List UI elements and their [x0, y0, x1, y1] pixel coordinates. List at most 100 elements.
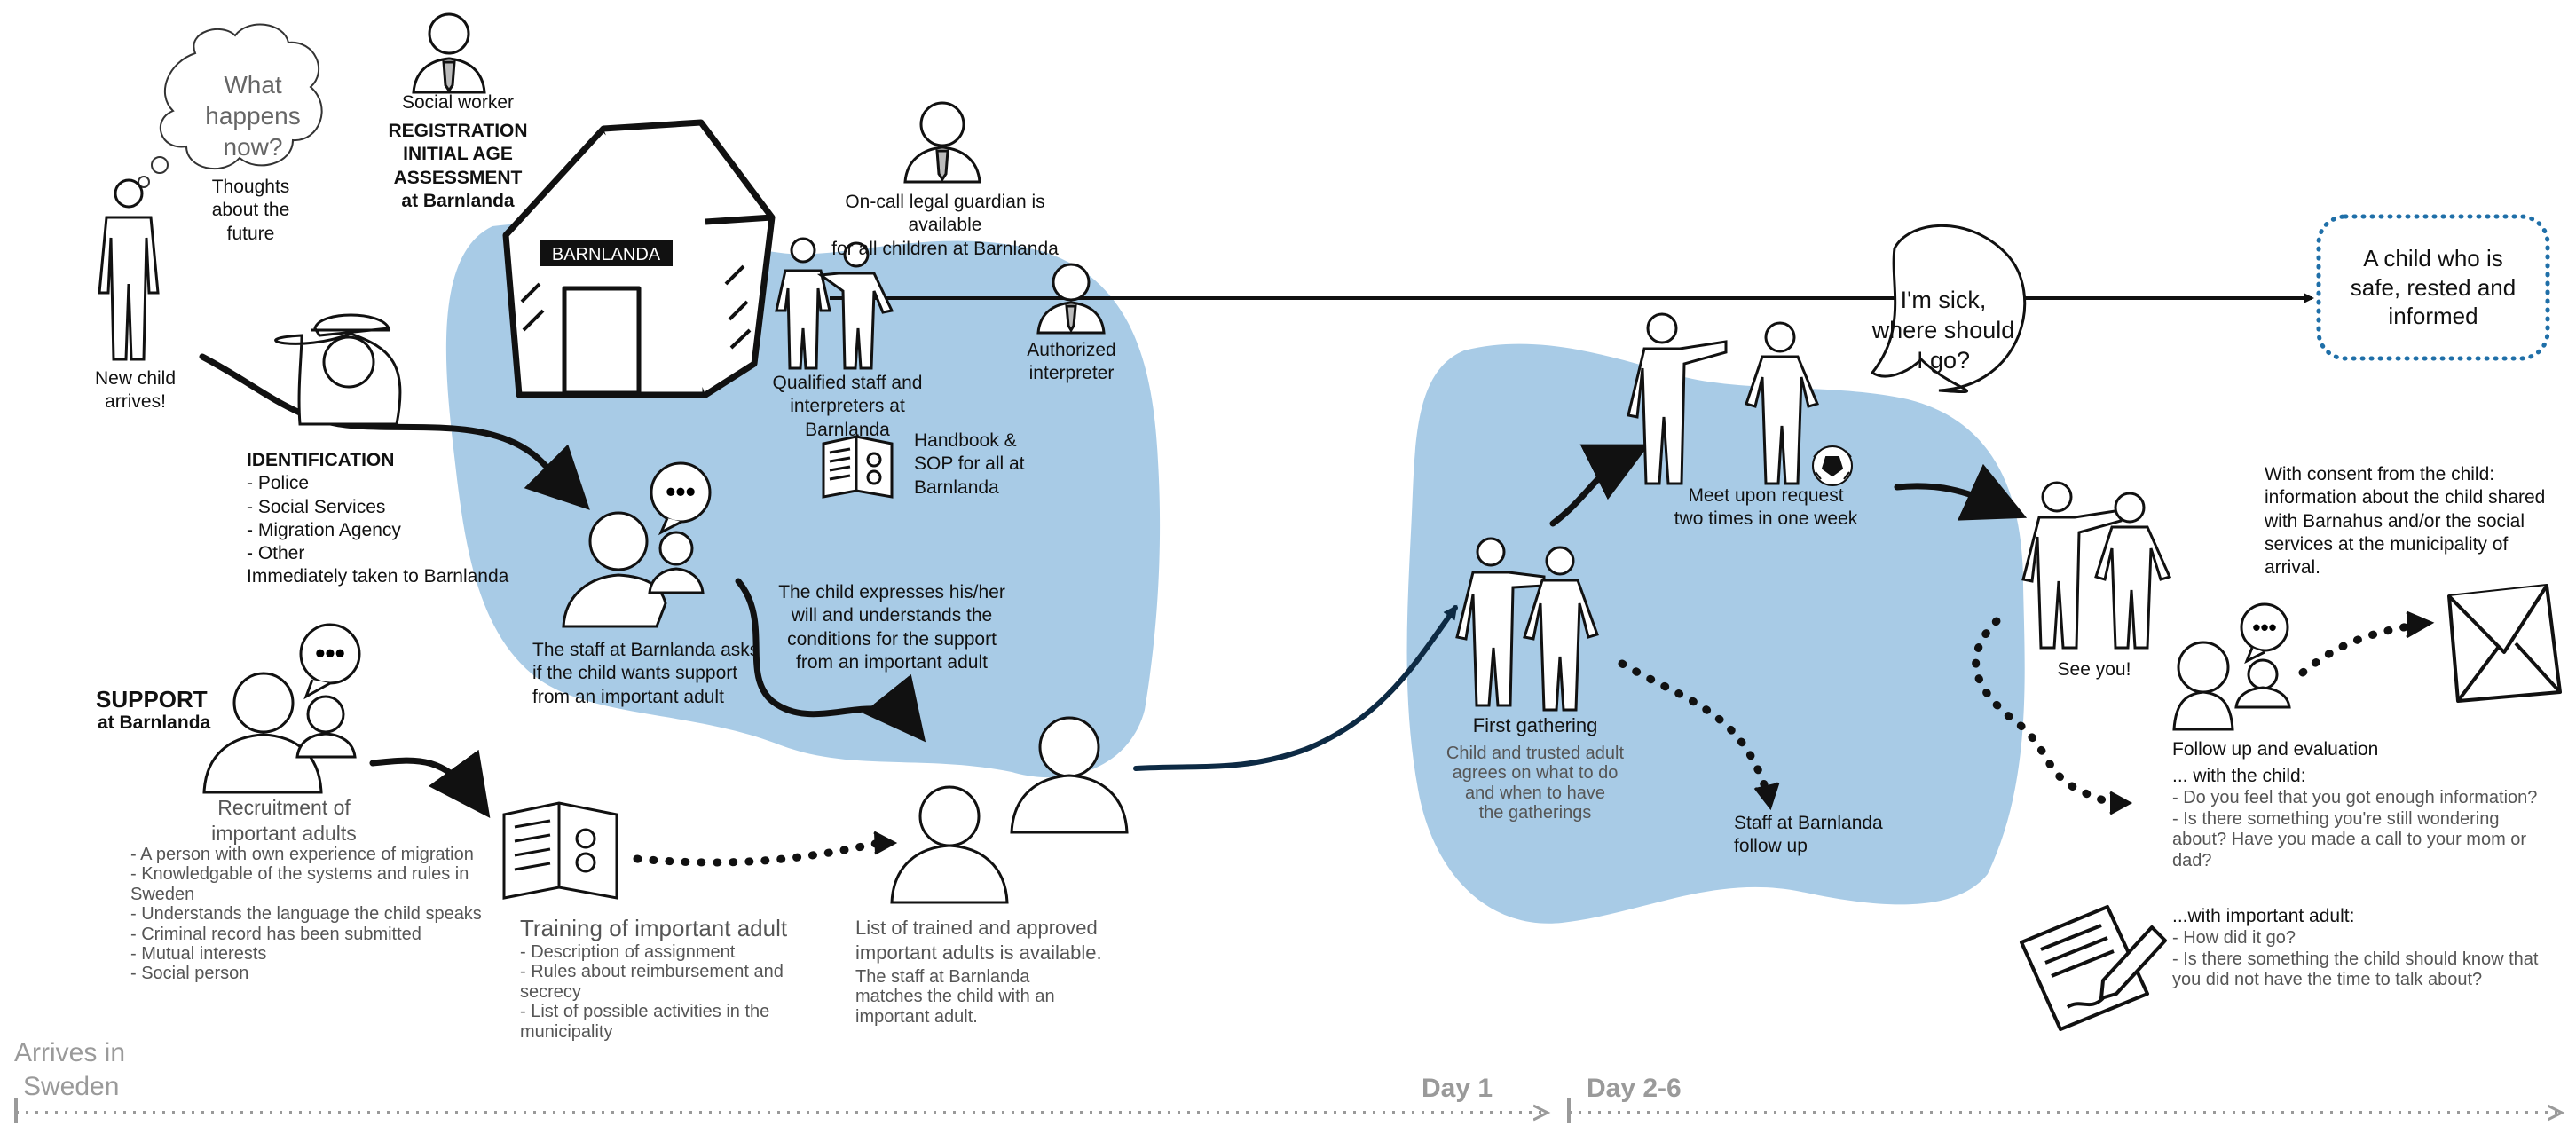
to-meet-arrow	[1549, 444, 1650, 527]
caption-line: about the	[211, 200, 290, 221]
identification-item: - Social Services	[247, 496, 386, 517]
gathering-note-line: agrees on what to do	[1452, 763, 1619, 783]
criteria-item: - Understands the language the child spe…	[130, 904, 482, 925]
trained-adults-figures	[890, 716, 1129, 904]
with-adult-questions: - How did it go? - Is there something th…	[2172, 928, 2545, 991]
consent-line: With consent from the child:	[2265, 464, 2495, 484]
first-gathering-title: First gathering	[1472, 714, 1598, 736]
speech-dots-1: •••	[666, 476, 696, 508]
day2-zone	[1406, 343, 2025, 924]
expresses-line: The child expresses his/her	[778, 582, 1005, 602]
support-subtitle: at Barnlanda	[98, 713, 211, 733]
child-question: - Is there something you're still wonder…	[2172, 808, 2500, 829]
handbook-line: Barnlanda	[914, 476, 999, 498]
staff-asks-line: if the child wants support	[532, 663, 738, 684]
caption-line: Thoughts	[211, 177, 290, 197]
training-item: municipality	[520, 1021, 613, 1042]
arrives-line: Arrives in	[14, 1038, 126, 1067]
outcome-line: safe, rested and	[2350, 273, 2517, 301]
sick-bubble-text: I'm sick, where should I go?	[1837, 286, 2050, 375]
support-title: SUPPORT	[96, 686, 208, 713]
recruitment-title: Recruitment of important adults	[186, 795, 382, 846]
new-child-figure	[98, 178, 160, 361]
thought-line: happens	[205, 102, 301, 130]
thought-line: What	[224, 71, 282, 98]
registration-label: REGISTRATION INITIAL AGE ASSESSMENT at B…	[373, 120, 543, 213]
trained-note-line: important adult.	[855, 1006, 978, 1027]
training-book-icon	[502, 801, 618, 900]
consent-line: services at the municipality of	[2265, 533, 2509, 555]
recruitment-line: Recruitment of	[217, 796, 351, 819]
caption-line: arrives!	[105, 391, 166, 413]
trained-title-line: List of trained and approved	[855, 917, 1098, 939]
child-question: - Do you feel that you got enough inform…	[2172, 788, 2538, 807]
thought-bubble-text: What happens now?	[182, 69, 324, 162]
recruitment-criteria: - A person with own experience of migrat…	[130, 845, 482, 984]
new-child-caption: New child arrives!	[75, 367, 195, 414]
timeline-day2-label: Day 2-6	[1587, 1074, 1682, 1103]
adult-question: you did not have the time to talk about?	[2172, 970, 2483, 990]
recruitment-line: important adults	[211, 821, 357, 845]
trained-list-title: List of trained and approved important a…	[855, 916, 1113, 965]
guardian-line: for all children at Barnlanda	[831, 238, 1059, 259]
consent-text: With consent from the child: information…	[2265, 463, 2571, 579]
timeline-arrives-label: Arrives in Sweden	[14, 1036, 125, 1103]
barnlanda-sign-text: BARNLANDA	[552, 245, 661, 264]
gathering-note-line: Child and trusted adult	[1446, 744, 1625, 763]
meet-text: Meet upon request two times in one week	[1650, 484, 1881, 532]
legal-guardian-avatar	[903, 101, 981, 184]
child-expresses-text: The child expresses his/her will and und…	[772, 581, 1012, 674]
trained-title-line: important adults is available.	[855, 941, 1102, 964]
staff-follow-line: follow up	[1734, 836, 1808, 857]
outcome-text: A child who is safe, rested and informed	[2325, 244, 2541, 331]
to-first-gathering-arrow	[1133, 604, 1458, 771]
training-item: - List of possible activities in the	[520, 1002, 770, 1022]
envelope-icon	[2447, 584, 2562, 703]
with-child-title: ... with the child:	[2172, 766, 2306, 786]
outcome-line: A child who is	[2363, 245, 2503, 272]
staff-asks-figures	[562, 461, 712, 628]
thought-bubble	[138, 23, 323, 188]
support-to-training-arrow	[369, 749, 491, 818]
registration-line: REGISTRATION	[388, 121, 528, 141]
speech-dots-2: •••	[315, 637, 345, 669]
speech-dots-3: •••	[2252, 614, 2276, 641]
interpreter-line: Authorized	[1027, 340, 1116, 360]
consent-line: information about the child shared	[2265, 487, 2546, 508]
gathering-note-line: and when to have	[1465, 783, 1605, 803]
expresses-line: from an important adult	[796, 651, 988, 673]
barnlanda-sign	[540, 240, 673, 266]
sick-line: I go?	[1916, 346, 1971, 374]
interpreter-line: interpreter	[1028, 363, 1115, 384]
registration-line: INITIAL AGE	[403, 144, 513, 165]
handbook-text: Handbook & SOP for all at Barnlanda	[914, 429, 1047, 500]
barnlanda-building	[502, 119, 776, 398]
training-item: - Rules about reimbursement and	[520, 962, 784, 982]
arrives-line: Sweden	[23, 1071, 120, 1101]
identification-item: - Police	[247, 473, 310, 494]
meet-line: Meet upon request	[1688, 485, 1844, 506]
trained-list-note: The staff at Barnlanda matches the child…	[855, 967, 1077, 1027]
expresses-arrow	[735, 578, 926, 743]
criteria-item: - Knowledgable of the systems and rules …	[130, 864, 469, 885]
outcome-box	[2316, 214, 2550, 361]
paper-pencil-icon	[2020, 905, 2167, 1031]
training-item: secrecy	[520, 981, 581, 1002]
caption-line: New child	[94, 368, 177, 389]
with-adult-title: ...with important adult:	[2172, 906, 2355, 926]
training-title: Training of important adult	[520, 915, 788, 941]
training-to-list-dotted	[633, 839, 883, 867]
registration-line: at Barnlanda	[401, 190, 515, 211]
gathering-note-line: the gatherings	[1478, 803, 1592, 823]
handbook-icon	[822, 435, 894, 499]
outcome-line: informed	[2388, 303, 2478, 329]
criteria-item: - Criminal record has been submitted	[130, 924, 421, 944]
child-question: dad?	[2172, 850, 2212, 870]
support-figures	[202, 623, 361, 794]
sick-speech-bubble	[1870, 224, 2027, 394]
to-see-you-arrow	[1894, 463, 2028, 521]
follow-up-figures	[2172, 602, 2291, 731]
authorized-interpreter-avatar	[1036, 263, 1106, 335]
adult-question: - Is there something the child should kn…	[2172, 949, 2539, 969]
